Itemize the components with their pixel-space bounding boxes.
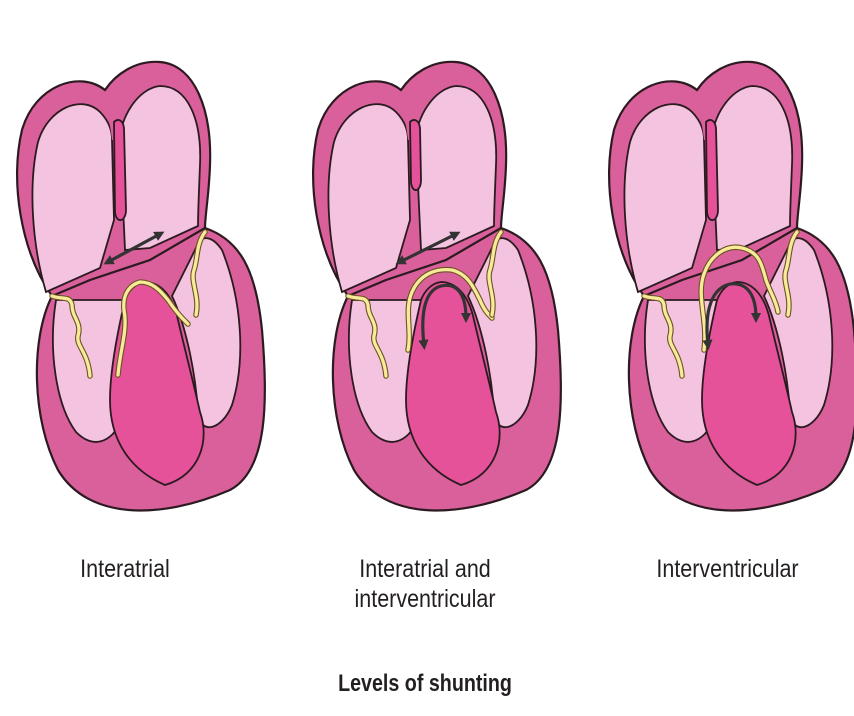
heart-interventricular xyxy=(607,60,854,512)
curved-shunt-arrow-icon xyxy=(702,282,762,351)
figure-caption: Levels of shunting xyxy=(338,670,512,697)
panel-label-interatrial: Interatrial xyxy=(80,555,170,583)
valve-leaflets xyxy=(345,229,504,379)
heart-interatrial xyxy=(15,60,267,512)
panel-label-interventricular: Interventricular xyxy=(656,555,799,583)
double-headed-arrow-icon xyxy=(395,231,461,265)
panel-label-line-2: interventricular xyxy=(354,585,496,613)
panel-label-line-1: Interatrial and xyxy=(359,555,491,583)
heart-interatrial-and-interventricular xyxy=(311,60,563,512)
double-headed-arrow-icon xyxy=(103,231,165,265)
valve-leaflets xyxy=(49,229,208,379)
curved-shunt-arrow-icon xyxy=(418,283,472,351)
panel-label-interatrial-and-interventricular: Interatrial and interventricular xyxy=(335,554,516,614)
valve-leaflets xyxy=(641,229,800,379)
